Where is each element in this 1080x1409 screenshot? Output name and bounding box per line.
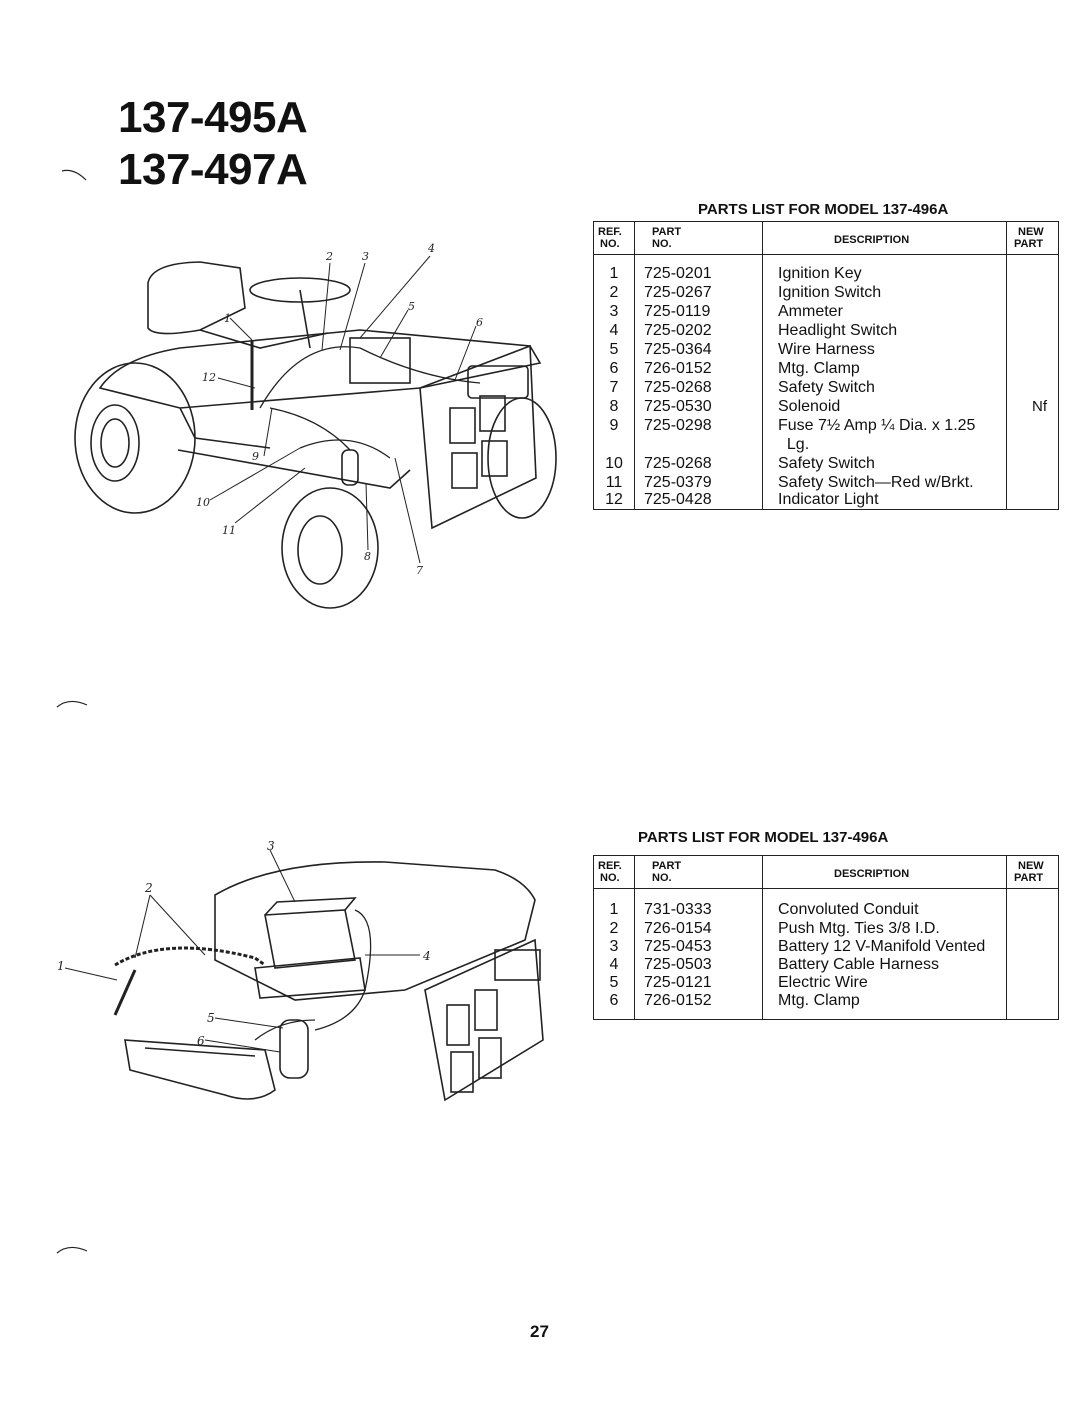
new-part-mark: Nf — [1032, 398, 1047, 415]
header-part-no: NO. — [652, 872, 672, 884]
callout-label: 7 — [416, 564, 423, 577]
header-description: DESCRIPTION — [834, 868, 910, 880]
model-title-2: 137-497A — [118, 145, 308, 194]
parts-list-heading: PARTS LIST FOR MODEL 137-496A — [698, 201, 949, 218]
callout-label: 2 — [144, 881, 153, 895]
header-part-no: NO. — [652, 238, 672, 250]
margin-mark-icon — [56, 1246, 88, 1254]
header-ref-no: NO. — [600, 872, 620, 884]
callout-label: 2 — [325, 250, 333, 263]
header-ref: REF. — [598, 860, 622, 872]
header-description: DESCRIPTION — [834, 234, 910, 246]
model-title-1: 137-495A — [118, 93, 308, 142]
battery-harness-diagram: 1 2 3 4 5 6 — [57, 840, 544, 1102]
callout-label: 3 — [267, 840, 275, 853]
header-part: PART — [652, 226, 682, 238]
callout-label: 10 — [196, 496, 210, 509]
header-new-part: PART — [1014, 872, 1044, 884]
callout-label: 6 — [197, 1034, 205, 1048]
callout-label: 6 — [476, 316, 483, 329]
header-new-part: PART — [1014, 238, 1044, 250]
callout-label: 1 — [57, 959, 65, 973]
callout-label: 5 — [408, 300, 415, 313]
callout-label: 4 — [422, 949, 431, 963]
parts-table: REF. NO. PART NO. DESCRIPTION NEW PART 1… — [593, 221, 1059, 510]
callout-label: 1 — [224, 312, 231, 325]
margin-mark-icon — [61, 169, 87, 181]
margin-mark-icon — [56, 700, 88, 708]
table-row: Lg. — [778, 436, 810, 453]
page-number: 27 — [530, 1322, 549, 1341]
header-new: NEW — [1018, 226, 1044, 238]
callout-label: 9 — [252, 450, 259, 463]
parts-table: REF. NO. PART NO. DESCRIPTION NEW PART 1… — [593, 855, 1059, 1020]
callout-label: 5 — [207, 1011, 215, 1025]
callout-label: 8 — [364, 550, 371, 563]
header-ref-no: NO. — [600, 238, 620, 250]
header-ref: REF. — [598, 226, 622, 238]
callout-label: 4 — [427, 242, 435, 255]
callout-label: 3 — [362, 250, 369, 263]
callout-label: 12 — [202, 371, 216, 384]
tractor-wiring-diagram: 1 2 3 4 5 6 7 8 9 10 11 12 — [74, 242, 557, 609]
parts-list-heading: PARTS LIST FOR MODEL 137-496A — [638, 829, 889, 846]
header-new: NEW — [1018, 860, 1044, 872]
callout-label: 11 — [222, 524, 236, 537]
header-part: PART — [652, 860, 682, 872]
